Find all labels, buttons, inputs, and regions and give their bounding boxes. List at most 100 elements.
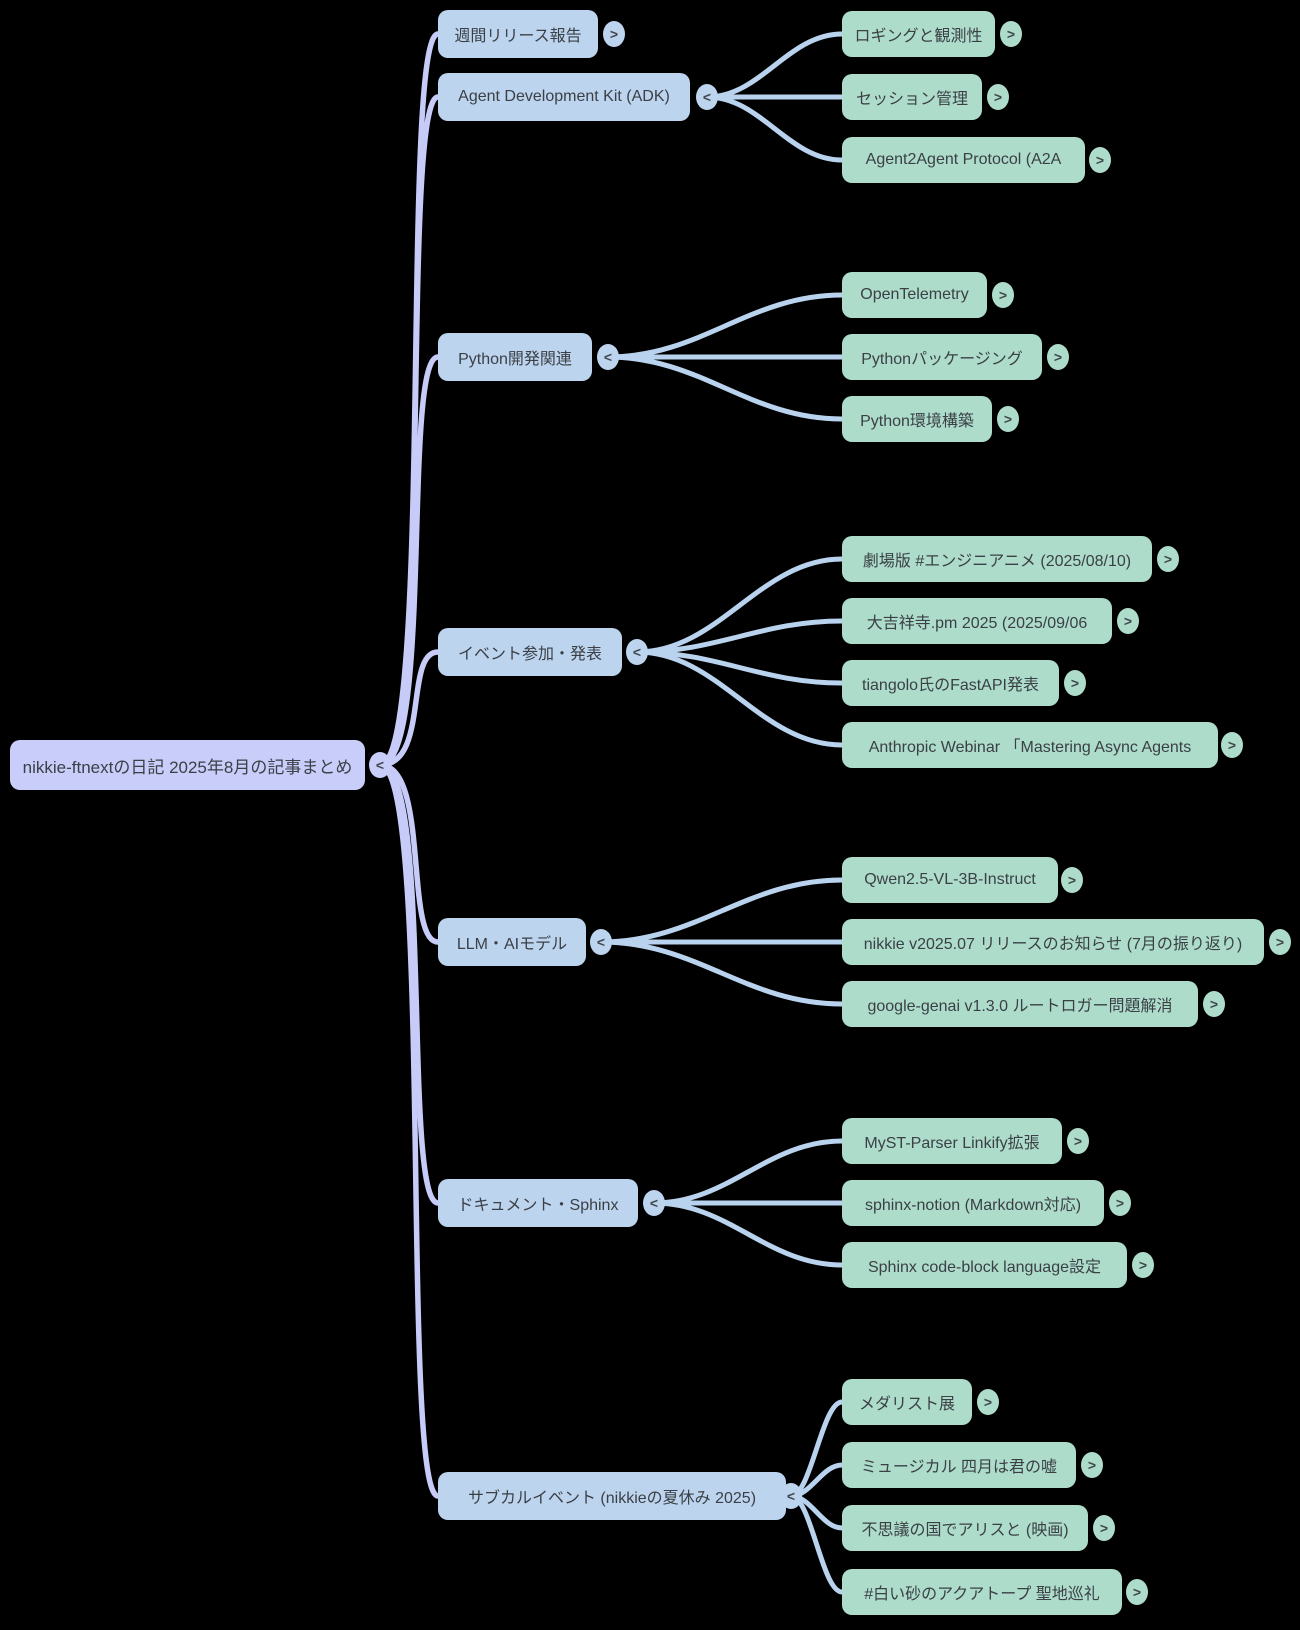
root-links <box>377 31 441 1499</box>
expand-icon: > <box>1138 1257 1148 1273</box>
expand-icon: > <box>1095 152 1105 168</box>
leaf-node-nikkie-release-notes[interactable]: nikkie v2025.07 リリースのお知らせ (7月の振り返り) <box>842 919 1264 965</box>
leaf-node-session-management[interactable]: セッション管理 <box>842 74 982 120</box>
branch-node-weekly-release-report[interactable]: 週間リリース報告 <box>438 10 598 58</box>
expand-icon: > <box>1053 349 1063 365</box>
branch-node-agent-development-kit[interactable]: Agent Development Kit (ADK) <box>438 73 690 121</box>
leaf-node-agent2agent-protocol[interactable]: Agent2Agent Protocol (A2A <box>842 137 1085 183</box>
collapse-toggle[interactable]: < <box>590 929 612 955</box>
leaf-node-aquatope-pilgrimage[interactable]: #白い砂のアクアトープ 聖地巡礼 <box>842 1569 1122 1615</box>
expand-toggle[interactable]: > <box>1126 1579 1148 1605</box>
leaf-node-tiangolo-fastapi[interactable]: tiangolo氏のFastAPI発表 <box>842 660 1059 706</box>
expand-toggle[interactable]: > <box>1089 147 1111 173</box>
expand-icon: > <box>993 89 1003 105</box>
expand-icon: > <box>1209 996 1219 1012</box>
leaf-node-engineer-anime-movie[interactable]: 劇場版 #エンジニアニメ (2025/08/10) <box>842 536 1152 582</box>
expand-toggle[interactable]: > <box>987 84 1009 110</box>
expand-icon: > <box>983 1394 993 1410</box>
expand-icon: > <box>1275 934 1285 950</box>
leaf-label: ロギングと観測性 <box>854 28 983 45</box>
collapse-toggle[interactable]: < <box>780 1483 802 1509</box>
expand-icon: > <box>1099 1520 1109 1536</box>
branch-node-llm-ai-models[interactable]: LLM・AIモデル <box>438 918 586 966</box>
expand-toggle[interactable]: > <box>992 282 1014 308</box>
expand-icon: > <box>1006 26 1016 42</box>
collapse-icon: < <box>375 757 385 773</box>
leaf-label: Anthropic Webinar 「Mastering Async Agent… <box>868 739 1192 756</box>
expand-toggle[interactable]: > <box>1269 929 1291 955</box>
expand-toggle[interactable]: > <box>603 21 625 47</box>
expand-icon: > <box>1123 613 1133 629</box>
leaf-node-opentelemetry[interactable]: OpenTelemetry <box>842 272 987 318</box>
branch-label: Agent Development Kit (ADK) <box>458 88 670 105</box>
leaf-node-your-lie-in-april-musical[interactable]: ミュージカル 四月は君の嘘 <box>842 1442 1076 1488</box>
expand-toggle[interactable]: > <box>1109 1190 1131 1216</box>
leaf-label: 大吉祥寺.pm 2025 (2025/09/06 <box>866 615 1088 632</box>
collapse-toggle[interactable]: < <box>643 1190 665 1216</box>
leaf-node-daikichijoji-pm[interactable]: 大吉祥寺.pm 2025 (2025/09/06 <box>842 598 1112 644</box>
leaf-node-python-packaging[interactable]: Pythonパッケージング <box>842 334 1042 380</box>
leaf-label: ミュージカル 四月は君の嘘 <box>860 1459 1058 1476</box>
branch-node-python-development[interactable]: Python開発関連 <box>438 333 592 381</box>
collapse-icon: < <box>596 934 606 950</box>
branch-node-subculture-events[interactable]: サブカルイベント (nikkieの夏休み 2025) <box>438 1472 786 1520</box>
leaf-label: Python環境構築 <box>860 413 974 430</box>
expand-toggle[interactable]: > <box>1064 670 1086 696</box>
branch-links <box>598 31 845 1595</box>
leaf-node-alice-in-wonderland-movie[interactable]: 不思議の国でアリスと (映画) <box>842 1505 1088 1551</box>
expand-icon: > <box>1070 675 1080 691</box>
expand-toggle[interactable]: > <box>1047 344 1069 370</box>
leaf-label: tiangolo氏のFastAPI発表 <box>862 677 1039 694</box>
branch-node-event-participation[interactable]: イベント参加・発表 <box>438 628 622 676</box>
expand-icon: > <box>1132 1584 1142 1600</box>
leaf-node-logging-observability[interactable]: ロギングと観測性 <box>842 11 995 57</box>
leaf-label: sphinx-notion (Markdown対応) <box>864 1197 1082 1214</box>
root-node[interactable]: nikkie-ftnextの日記 2025年8月の記事まとめ <box>10 740 365 790</box>
expand-toggle[interactable]: > <box>1067 1128 1089 1154</box>
collapse-toggle[interactable]: < <box>626 639 648 665</box>
expand-toggle[interactable]: > <box>1061 867 1083 893</box>
collapse-toggle[interactable]: < <box>696 84 718 110</box>
expand-toggle[interactable]: > <box>1117 608 1139 634</box>
expand-toggle[interactable]: > <box>997 406 1019 432</box>
branch-label: サブカルイベント (nikkieの夏休み 2025) <box>467 1490 757 1507</box>
collapse-icon: < <box>786 1488 796 1504</box>
collapse-icon: < <box>649 1195 659 1211</box>
leaf-node-sphinx-codeblock-language[interactable]: Sphinx code-block language設定 <box>842 1242 1127 1288</box>
expand-icon: > <box>1073 1133 1083 1149</box>
expand-toggle[interactable]: > <box>1221 732 1243 758</box>
leaf-label: OpenTelemetry <box>860 286 969 303</box>
collapse-icon: < <box>702 89 712 105</box>
leaf-node-myst-parser-linkify[interactable]: MyST-Parser Linkify拡張 <box>842 1118 1062 1164</box>
branch-label: LLM・AIモデル <box>456 936 568 953</box>
leaf-label: セッション管理 <box>855 91 968 108</box>
collapse-toggle[interactable]: < <box>597 344 619 370</box>
expand-toggle[interactable]: > <box>1093 1515 1115 1541</box>
leaf-node-medalist-exhibition[interactable]: メダリスト展 <box>842 1379 972 1425</box>
root-collapse-toggle[interactable]: < <box>369 752 391 778</box>
collapse-icon: < <box>603 349 613 365</box>
leaf-label: Pythonパッケージング <box>861 351 1023 368</box>
root-label: nikkie-ftnextの日記 2025年8月の記事まとめ <box>22 757 353 777</box>
expand-toggle[interactable]: > <box>1132 1252 1154 1278</box>
expand-icon: > <box>998 287 1008 303</box>
leaf-node-anthropic-webinar[interactable]: Anthropic Webinar 「Mastering Async Agent… <box>842 722 1218 768</box>
leaf-label: Agent2Agent Protocol (A2A <box>865 151 1062 168</box>
branch-node-documentation-sphinx[interactable]: ドキュメント・Sphinx <box>438 1179 638 1227</box>
leaf-node-python-environment[interactable]: Python環境構築 <box>842 396 992 442</box>
leaf-node-sphinx-notion[interactable]: sphinx-notion (Markdown対応) <box>842 1180 1104 1226</box>
expand-toggle[interactable]: > <box>1157 546 1179 572</box>
leaf-node-qwen-vl-instruct[interactable]: Qwen2.5-VL-3B-Instruct <box>842 857 1058 903</box>
expand-toggle[interactable]: > <box>977 1389 999 1415</box>
expand-icon: > <box>1163 551 1173 567</box>
expand-toggle[interactable]: > <box>1203 991 1225 1017</box>
expand-toggle[interactable]: > <box>1000 21 1022 47</box>
expand-icon: > <box>1087 1457 1097 1473</box>
expand-icon: > <box>609 26 619 42</box>
leaf-label: Qwen2.5-VL-3B-Instruct <box>864 871 1036 888</box>
expand-toggle[interactable]: > <box>1081 1452 1103 1478</box>
expand-icon: > <box>1115 1195 1125 1211</box>
leaf-node-google-genai-rootlogger[interactable]: google-genai v1.3.0 ルートロガー問題解消 <box>842 981 1198 1027</box>
